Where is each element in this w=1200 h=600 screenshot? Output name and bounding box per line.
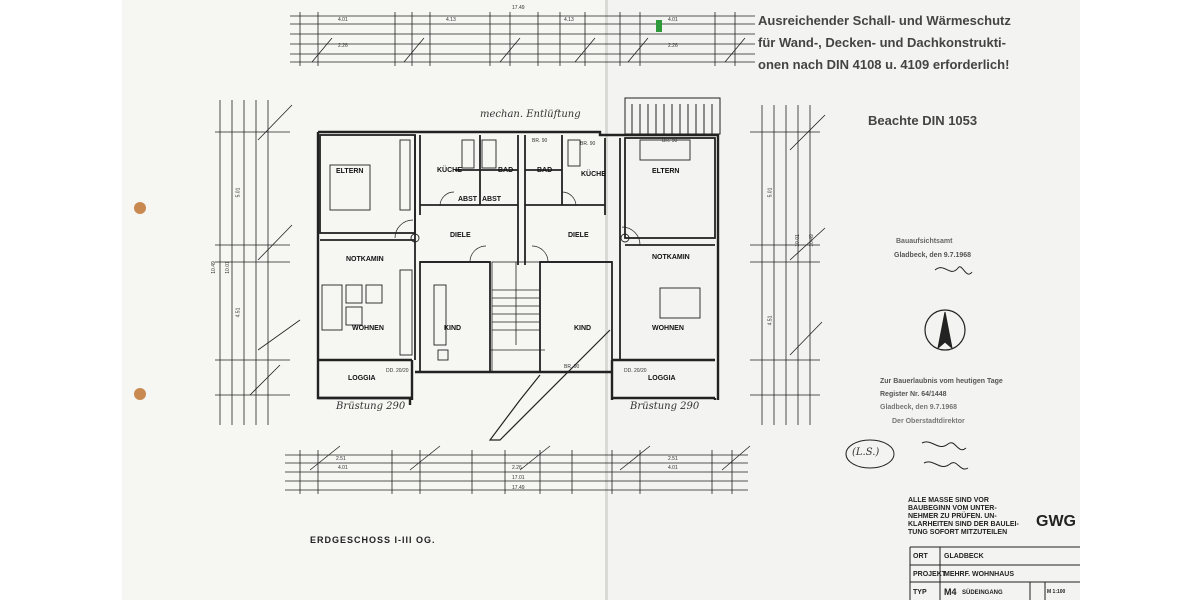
insulation-note-line3: onen nach DIN 4108 u. 4109 erforderlich! <box>758 57 1010 72</box>
notice-line4: KLARHEITEN SIND DER BAULEI- <box>908 521 1019 528</box>
tb-ort-label: ORT <box>913 553 928 560</box>
room-wohnen-right: WOHNEN <box>652 325 684 332</box>
tb-projekt-value: MEHRF. WOHNHAUS <box>944 571 1014 578</box>
dim-top-a: 4.01 <box>338 17 348 23</box>
tb-typ-label: TYP <box>913 589 927 596</box>
opening-br90-b: BR. 90 <box>580 141 596 147</box>
dim-top-c: 4.13 <box>564 17 574 23</box>
room-bad-right: BAD <box>537 167 553 174</box>
dim-right-total: 10.49 <box>808 234 815 247</box>
page-fold <box>605 0 608 600</box>
room-loggia-right: LOGGIA <box>648 375 676 382</box>
ventilation-note: mechan. Entlüftung <box>480 109 581 120</box>
left-dimension-chain <box>215 100 301 425</box>
opening-br90-a: BR. 90 <box>532 138 548 144</box>
room-abst-1: ABST <box>458 196 478 203</box>
dim-left-a: 10.01 <box>224 261 231 274</box>
room-eltern-right: ELTERN <box>652 168 680 175</box>
gwg-logo: GWG <box>1036 513 1076 530</box>
bottom-dimension-chain <box>285 445 751 494</box>
entrance-path <box>488 329 611 441</box>
signatures <box>845 266 973 470</box>
dim-top-total: 17.49 <box>512 5 525 11</box>
opening-br90-d: BR. 90 <box>564 364 580 370</box>
permit-date: Gladbeck, den 9.7.1968 <box>880 404 958 411</box>
top-dimension-chain <box>290 12 755 66</box>
room-notkamin-right: NOTKAMIN <box>652 254 690 261</box>
permit-register: Register Nr. 64/1448 <box>880 391 947 398</box>
dim-left-b: 4.51 <box>235 307 242 318</box>
dim-top-b: 4.13 <box>446 17 456 23</box>
seal-mark: (L.S.) <box>852 447 880 458</box>
dim-bottom-c: 2.51 <box>336 456 346 462</box>
north-arrow-icon <box>924 309 966 351</box>
furniture <box>321 139 701 361</box>
room-abst-2: ABST <box>482 196 502 203</box>
dim-top-d: 4.01 <box>668 17 678 23</box>
room-kueche-right: KÜCHE <box>581 171 606 178</box>
room-kind-left: KIND <box>444 325 462 332</box>
din-note: Beachte DIN 1053 <box>868 113 978 128</box>
approval-authority: Bauaufsichtsamt <box>896 238 953 245</box>
notice-line3: NEHMER ZU PRÜFEN. UN- <box>908 513 997 520</box>
opening-dd-left: DD. 20/20 <box>386 368 409 374</box>
tb-ort-value: GLADBECK <box>944 553 984 560</box>
dim-left-c: 5.01 <box>235 187 242 198</box>
dim-bottom-a: 4.01 <box>338 465 348 471</box>
dim-right-b: 4.51 <box>767 315 774 326</box>
right-dimension-chain <box>750 105 826 425</box>
punch-hole-bottom <box>134 388 146 400</box>
room-diele-right: DIELE <box>568 232 589 239</box>
tb-scale: M 1:100 <box>1047 589 1066 595</box>
green-mark <box>656 20 662 32</box>
room-eltern-left: ELTERN <box>336 168 364 175</box>
room-loggia-left: LOGGIA <box>348 375 376 382</box>
dim-top-f: 2.26 <box>668 43 678 49</box>
notice-line5: TUNG SOFORT MITZUTEILEN <box>908 529 1008 536</box>
door-swings <box>394 191 641 263</box>
dim-bottom-b: 4.01 <box>668 465 678 471</box>
dim-bottom-total-a: 17.01 <box>512 475 525 481</box>
dim-top-e: 2.26 <box>338 43 348 49</box>
dim-bottom-e: 2.26 <box>512 465 522 471</box>
dim-right-c: 5.01 <box>767 187 774 198</box>
permit-director: Der Oberstadtdirektor <box>892 418 965 425</box>
staircase <box>490 261 545 373</box>
room-diele-left: DIELE <box>450 232 471 239</box>
room-notkamin-left: NOTKAMIN <box>346 256 384 263</box>
dim-left-total: 10.49 <box>210 261 217 274</box>
room-kind-right: KIND <box>574 325 592 332</box>
permit-line1: Zur Bauerlaubnis vom heutigen Tage <box>880 378 1003 385</box>
room-kueche-left: KÜCHE <box>437 167 462 174</box>
approval-place-date: Gladbeck, den 9.7.1968 <box>894 252 972 259</box>
room-bad-left: BAD <box>498 167 514 174</box>
parapet-right-note: Brüstung 290 <box>630 401 700 412</box>
tb-projekt-label: PROJEKT <box>913 571 947 578</box>
balcony-railing <box>624 97 721 135</box>
dim-bottom-total-b: 17.49 <box>512 485 525 491</box>
insulation-note-line1: Ausreichender Schall- und Wärmeschutz <box>758 13 1011 28</box>
parapet-left-note: Brüstung 290 <box>336 401 406 412</box>
notice-line1: ALLE MASSE SIND VOR <box>908 497 989 504</box>
dim-bottom-d: 2.51 <box>668 456 678 462</box>
paper-right-page <box>606 0 1080 600</box>
dim-right-a: 10.01 <box>794 234 801 247</box>
drawing-title: ERDGESCHOSS I-III OG. <box>310 535 436 545</box>
punch-hole-top <box>134 202 146 214</box>
opening-br90-c: BR. 90 <box>662 138 678 144</box>
room-wohnen-left: WOHNEN <box>352 325 384 332</box>
interior-walls <box>319 134 716 373</box>
title-block <box>909 546 1080 600</box>
tb-typ-value: M4 <box>944 587 957 597</box>
tb-typ-extra: SÜDEINGANG <box>962 590 1003 596</box>
notice-line2: BAUBEGINN VOM UNTER- <box>908 505 997 512</box>
insulation-note-line2: für Wand-, Decken- und Dachkonstrukti- <box>758 35 1006 50</box>
opening-dd-right: DD. 20/20 <box>624 368 647 374</box>
